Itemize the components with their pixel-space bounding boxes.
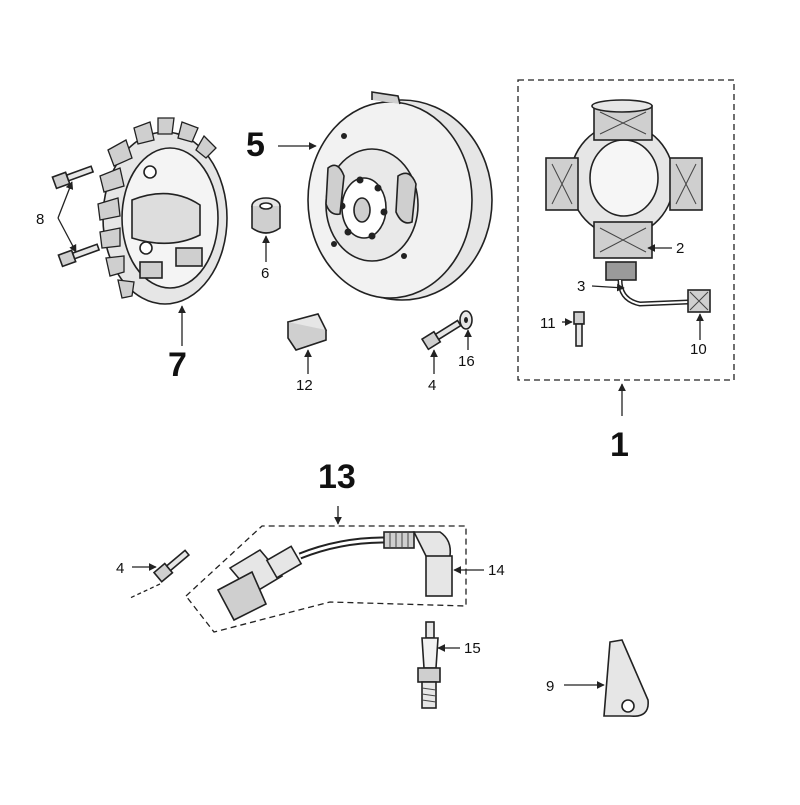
screw-pair-part: [51, 165, 101, 268]
label-11: 11: [540, 315, 556, 332]
ignition-coil-assembly-part: [185, 525, 467, 633]
label-7: 7: [168, 346, 187, 384]
leader-lines: [57, 142, 704, 689]
spark-plug-part: [417, 621, 441, 709]
label-6: 6: [261, 265, 269, 282]
label-5: 5: [246, 126, 265, 164]
label-12: 12: [296, 377, 313, 394]
nut-part: [251, 197, 281, 234]
small-screw-part: [573, 311, 585, 347]
flywheel-rotor-part: [307, 91, 493, 301]
label-16: 16: [458, 353, 475, 370]
label-4-lower: 4: [116, 560, 124, 577]
washer-part: [459, 310, 473, 330]
label-10: 10: [690, 341, 707, 358]
cooling-fan-part: [97, 117, 228, 305]
label-8: 8: [36, 211, 44, 228]
label-1: 1: [610, 426, 629, 464]
label-13: 13: [318, 458, 356, 496]
label-9: 9: [546, 678, 554, 695]
label-14: 14: [488, 562, 505, 579]
coil-screw-part: [152, 549, 191, 583]
spark-plug-cap-part: [383, 531, 453, 597]
label-4-upper: 4: [428, 377, 436, 394]
woodruff-key-part: [286, 313, 328, 351]
label-2: 2: [676, 240, 684, 257]
label-15: 15: [464, 640, 481, 657]
label-3: 3: [577, 278, 585, 295]
bracket-part: [603, 639, 649, 717]
screw-part: [420, 319, 462, 351]
stator-assembly-part: [517, 79, 735, 381]
